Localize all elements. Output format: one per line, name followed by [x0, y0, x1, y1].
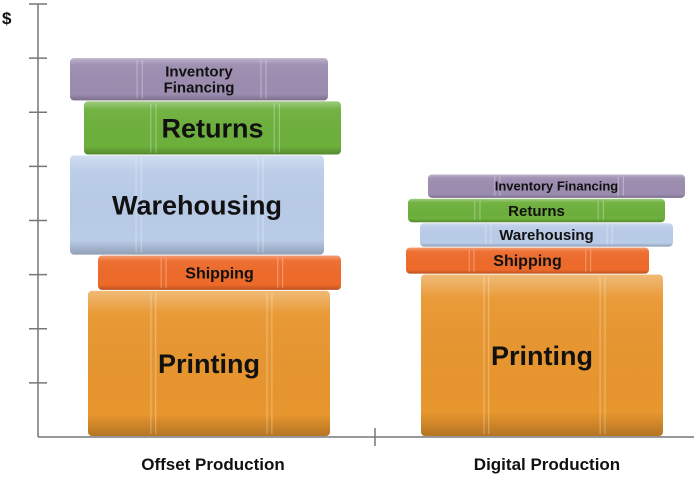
- bar-shading: [70, 155, 324, 255]
- bar-shading: [420, 223, 673, 247]
- book-warehousing-offset: Warehousing: [70, 155, 324, 255]
- book-label: Printing: [491, 341, 593, 371]
- book-label: Returns: [508, 203, 565, 220]
- bar-shading: [88, 290, 330, 436]
- book-returns-digital: Returns: [408, 198, 665, 223]
- book-label-line: Warehousing: [112, 191, 282, 221]
- book-label: Shipping: [493, 253, 561, 270]
- book-label-line: Shipping: [185, 265, 253, 282]
- book-inventory-financing-digital: Inventory Financing: [428, 174, 685, 198]
- book-label-line: Shipping: [493, 253, 561, 270]
- book-printing-digital: Printing: [421, 274, 663, 436]
- bar-shading: [98, 255, 341, 290]
- book-label-line: Returns: [508, 203, 565, 220]
- book-label: Printing: [158, 349, 260, 379]
- bar-shading: [406, 247, 649, 274]
- bars: PrintingShippingWarehousingReturnsInvent…: [70, 58, 685, 436]
- category-label-digital: Digital Production: [474, 455, 620, 474]
- bar-shading: [70, 58, 328, 101]
- book-label-line: Warehousing: [499, 227, 593, 244]
- bar-shading: [428, 174, 685, 198]
- axes: [29, 3, 694, 446]
- book-label-line: Inventory: [165, 64, 233, 81]
- bar-shading: [84, 101, 341, 155]
- book-label: Warehousing: [112, 191, 282, 221]
- book-label-line: Financing: [164, 79, 235, 96]
- book-warehousing-digital: Warehousing: [420, 223, 673, 247]
- book-label: Inventory Financing: [495, 179, 619, 194]
- book-label: Shipping: [185, 265, 253, 282]
- book-shipping-digital: Shipping: [406, 247, 649, 274]
- book-label-line: Printing: [158, 349, 260, 379]
- book-returns-offset: Returns: [84, 101, 341, 155]
- y-axis-label: $: [2, 9, 12, 28]
- book-label: Warehousing: [499, 227, 593, 244]
- bar-shading: [421, 274, 663, 436]
- book-label-line: Printing: [491, 341, 593, 371]
- book-label: Returns: [161, 113, 263, 143]
- bar-shading: [408, 198, 665, 223]
- book-label-line: Inventory Financing: [495, 179, 619, 194]
- book-label-line: Returns: [161, 113, 263, 143]
- book-printing-offset: Printing: [88, 290, 330, 436]
- category-label-offset: Offset Production: [141, 455, 285, 474]
- book-shipping-offset: Shipping: [98, 255, 341, 290]
